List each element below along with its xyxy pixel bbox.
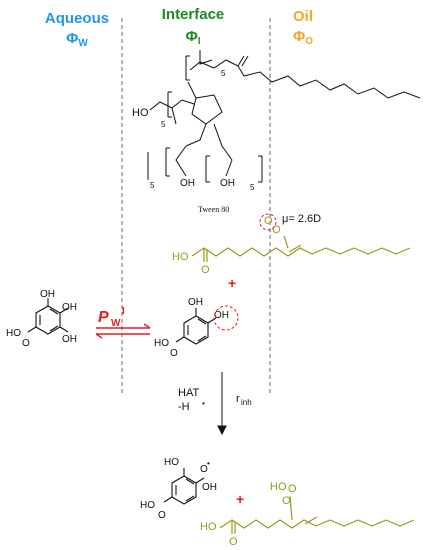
plus-sign-2: +: [236, 491, 244, 507]
minus-h-label: -H: [178, 401, 190, 413]
hydroperoxide-product: [219, 495, 415, 534]
hoo-o2: O: [282, 495, 291, 507]
tween-sub5-b: 5: [221, 69, 226, 78]
partition-W: W: [111, 318, 121, 329]
tween-oh-left: OH: [180, 178, 195, 189]
gallic-aq-oh-top: OH: [40, 289, 55, 300]
gallic-int-ho: HO: [154, 338, 169, 349]
tween-sub5-c: 5: [150, 181, 155, 190]
oil-phi-sub: O: [305, 36, 314, 47]
peroxyl-dipole-circle: [259, 213, 277, 231]
gallic-aq-ho: HO: [6, 328, 21, 339]
hoo-acid-ho: HO: [200, 521, 217, 533]
radical-o: O: [200, 464, 208, 475]
dipole-label: μ= 2.6D: [282, 213, 321, 225]
tween-sub5-d: 5: [250, 183, 255, 192]
interface-phi-sub: I: [197, 36, 201, 47]
aqueous-symbol: ΦW: [22, 30, 132, 49]
gallic-acid-aqueous: [27, 298, 69, 335]
gallic-aq-o: O: [22, 338, 30, 349]
aqueous-phi-sub: W: [78, 38, 88, 49]
tween80-structure: [147, 50, 421, 183]
gallic-acid-interface: [175, 308, 217, 345]
gallic-int-oh-mid: OH: [214, 310, 229, 321]
oil-phi: Φ: [292, 28, 306, 45]
partition-I: I: [122, 306, 125, 317]
minus-h-dot: •: [202, 399, 205, 408]
aqueous-title: Aqueous: [44, 10, 110, 27]
reaction-arrow: [217, 372, 227, 436]
radical-dot: •: [207, 459, 210, 468]
r-inh-label: r: [236, 393, 240, 405]
tween-sub5-a: 5: [161, 120, 166, 129]
radical-oh: OH: [202, 482, 217, 493]
partition-equilibrium-arrows: [95, 323, 151, 339]
oil-acid-ho: HO: [172, 251, 189, 263]
oil-acid-o: O: [201, 264, 210, 276]
radical-o-bottom: O: [158, 510, 166, 521]
hoo-acid-o: O: [229, 536, 238, 548]
aqueous-phi: Φ: [66, 30, 79, 47]
partition-P: P: [98, 309, 109, 326]
radical-ho-bottom: HO: [140, 500, 155, 511]
tween-ho-left: HO: [132, 107, 149, 119]
tween-oh-right: OH: [220, 178, 235, 189]
plus-sign-1: +: [228, 275, 236, 291]
hat-label: HAT: [178, 387, 199, 399]
oil-acid-structure: [191, 235, 411, 262]
gallic-oh-hat-circle: [213, 305, 239, 331]
gallic-int-o: O: [170, 348, 178, 359]
oil-title: Oil: [292, 8, 313, 25]
interface-symbol: ΦI: [138, 28, 248, 47]
tween80-label: Tween 80: [198, 205, 229, 214]
peroxyl-o1: O: [272, 224, 281, 236]
oil-symbol: ΦO: [248, 28, 358, 47]
gallic-radical-product: [163, 468, 205, 505]
gallic-aq-oh-mid: OH: [62, 302, 77, 313]
r-inh-sub: inh: [241, 398, 252, 407]
peroxyl-o2: O: [264, 215, 273, 227]
hoo-ho: HO: [270, 481, 287, 493]
radical-ho-top: HO: [164, 457, 179, 468]
interface-phi: Φ: [185, 28, 198, 45]
gallic-int-oh-top: OH: [188, 297, 203, 308]
gallic-aq-oh-bottom: OH: [62, 334, 77, 345]
hoo-o: O: [288, 483, 297, 495]
interface-title: Interface: [161, 6, 225, 23]
